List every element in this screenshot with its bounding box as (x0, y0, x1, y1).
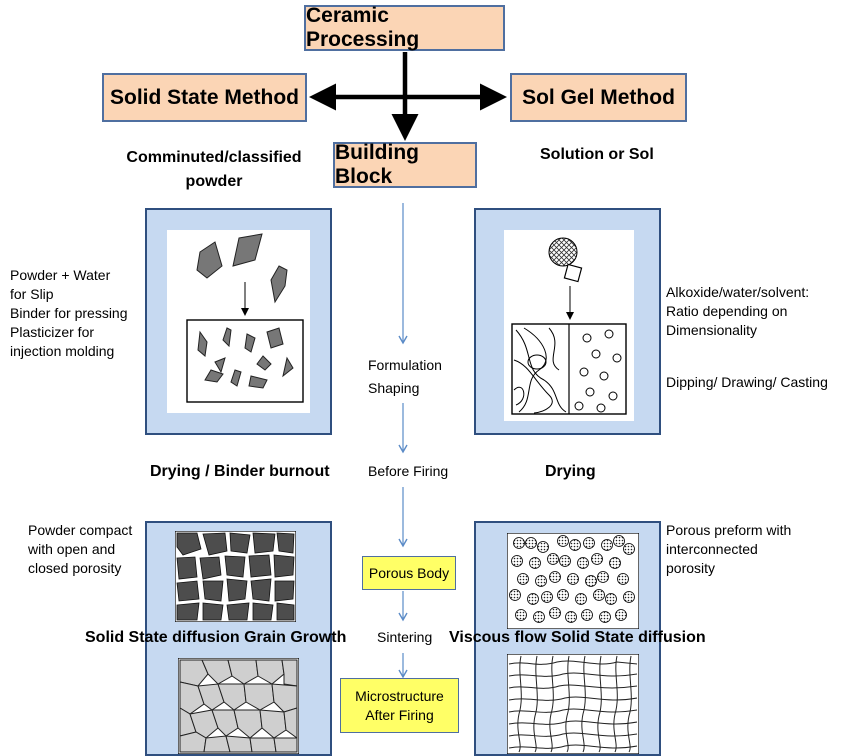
right-input-label: Solution or Sol (540, 146, 654, 163)
right-stage-label: Drying (545, 463, 596, 480)
right-notes: Alkoxide/water/solvent: Ratio depending … (666, 283, 809, 340)
center-step-before-firing: Before Firing (368, 463, 449, 479)
sol-gel-method-label: Sol Gel Method (522, 85, 675, 109)
building-block-box: Building Block (333, 141, 477, 188)
left-input-line-1: Comminuted/classified (126, 149, 302, 166)
sintered-grains-icon (178, 658, 299, 754)
left-input-line-2: powder (185, 173, 243, 190)
viscous-flow-icon (507, 654, 639, 754)
left-stage-label: Drying / Binder burnout (150, 463, 330, 480)
right-compact-notes: Porous preform with interconnected poros… (666, 521, 791, 578)
left-microstructure-panel (145, 521, 332, 756)
center-step-formulation: Formulation (368, 357, 442, 373)
sol-gel-illustration (504, 230, 634, 421)
sol-gel-icon (511, 237, 627, 415)
powder-compact-illustration (175, 531, 296, 622)
right-process-panel (474, 208, 661, 435)
right-compact-note-3: porosity (666, 560, 716, 576)
left-compact-notes: Powder compact with open and closed poro… (28, 521, 132, 578)
left-note-4: Plasticizer for (10, 324, 95, 340)
solid-state-method-label: Solid State Method (110, 85, 299, 109)
left-input-label: Comminuted/classified powder (114, 146, 314, 194)
center-step-shaping: Shaping (368, 380, 420, 396)
porous-body-box: Porous Body (362, 556, 456, 590)
center-step-sintering: Sintering (377, 629, 433, 645)
viscous-flow-illustration (507, 654, 639, 754)
right-compact-note-1: Porous preform with (666, 522, 792, 538)
left-note-2: for Slip (10, 286, 54, 302)
left-notes: Powder + Water for Slip Binder for press… (10, 266, 128, 361)
right-microstructure-panel (474, 521, 661, 756)
microstructure-line-1: Microstructure (355, 687, 444, 704)
powder-pressing-illustration (167, 230, 310, 413)
right-note-2: Ratio depending on (666, 303, 788, 319)
microstructure-box: Microstructure After Firing (340, 678, 459, 733)
left-note-3: Binder for pressing (10, 305, 128, 321)
powder-compact-icon (175, 531, 296, 622)
right-compact-note-2: interconnected (666, 541, 758, 557)
solid-state-method-box: Solid State Method (102, 73, 307, 122)
right-note-3: Dimensionality (666, 322, 758, 338)
porous-preform-illustration (507, 533, 639, 629)
sol-gel-method-box: Sol Gel Method (510, 73, 687, 122)
right-notes-casting: Dipping/ Drawing/ Casting (666, 374, 828, 390)
left-compact-note-3: closed porosity (28, 560, 122, 576)
left-note-5: injection molding (10, 343, 115, 359)
right-note-1: Alkoxide/water/solvent: (666, 284, 810, 300)
title-box: Ceramic Processing (304, 4, 505, 51)
sintered-grains-illustration (178, 658, 299, 754)
powder-shards-icon (186, 233, 304, 403)
left-note-1: Powder + Water (10, 267, 111, 283)
left-process-panel (145, 208, 332, 435)
porous-body-label: Porous Body (368, 564, 450, 581)
building-block-label: Building Block (335, 141, 419, 188)
left-compact-note-1: Powder compact (28, 522, 133, 538)
title-text: Ceramic Processing (306, 4, 420, 51)
microstructure-line-2: After Firing (365, 706, 434, 723)
left-sintering-label: Solid State diffusion Grain Growth (85, 629, 347, 646)
left-compact-note-2: with open and (28, 541, 116, 557)
right-sintering-label: Viscous flow Solid State diffusion (449, 629, 706, 646)
porous-preform-icon (507, 533, 639, 629)
